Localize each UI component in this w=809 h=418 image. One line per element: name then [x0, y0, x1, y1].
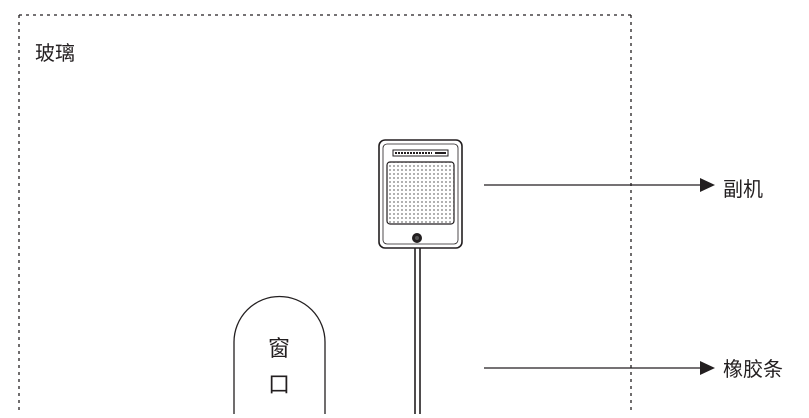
sub-unit-arrow	[484, 178, 715, 192]
window-arch	[233, 295, 326, 414]
window-label-char-1: 窗	[267, 337, 290, 362]
device-speaker-grille	[386, 161, 455, 225]
rubber-strip-label: 橡胶条	[723, 357, 783, 381]
intercom-sub-unit-icon	[378, 139, 463, 249]
rubber-strip-arrow	[484, 361, 715, 375]
glass-label: 玻璃	[35, 41, 75, 65]
window-label-char-2: 口	[267, 373, 290, 398]
sub-unit-label: 副机	[723, 177, 763, 201]
device-stem	[414, 248, 421, 414]
